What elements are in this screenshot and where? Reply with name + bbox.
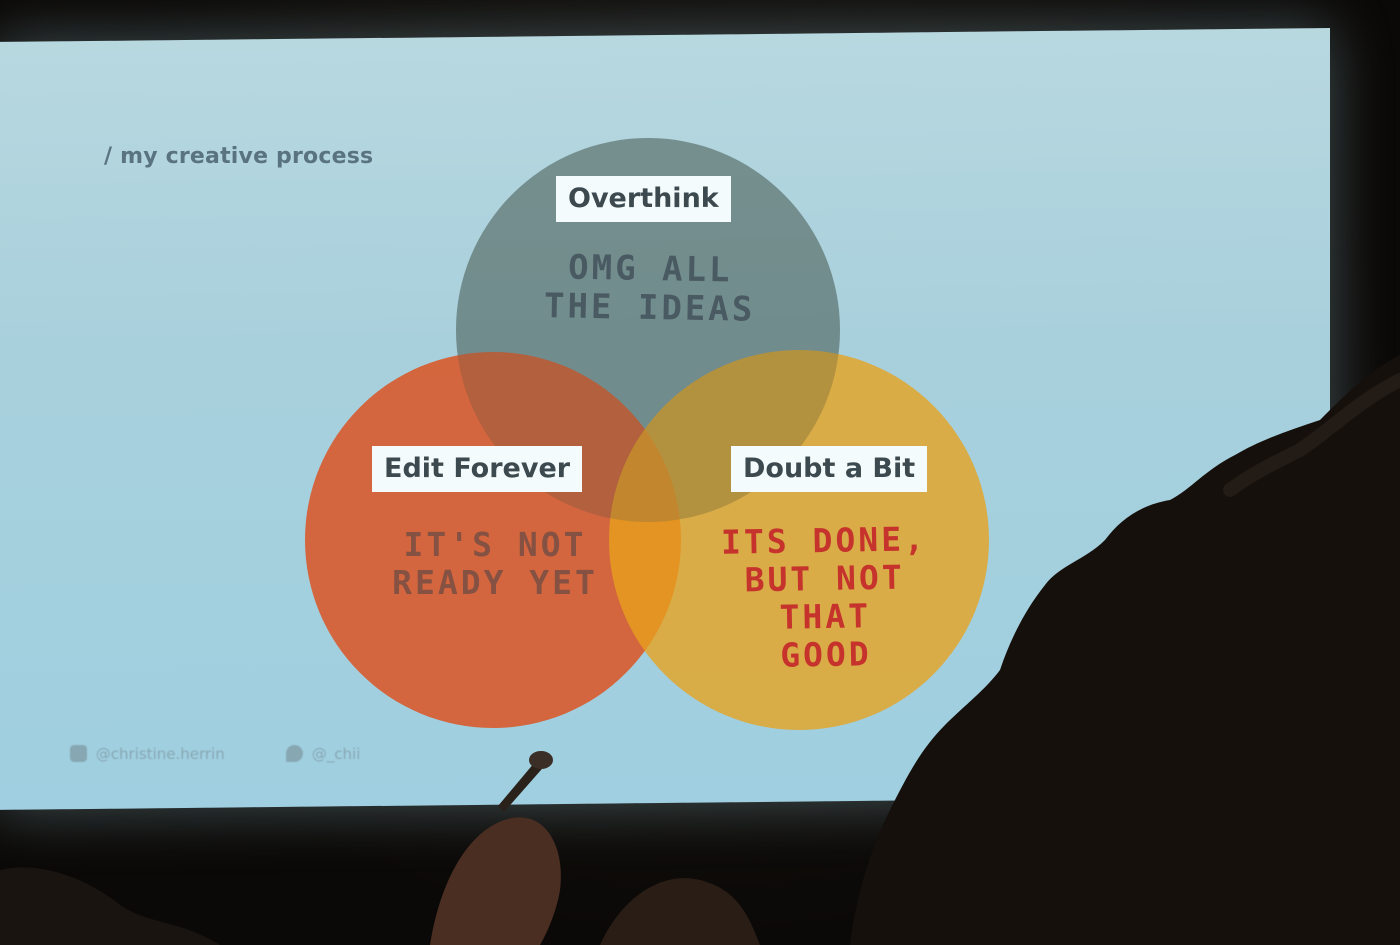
footer-twitter: @_chii bbox=[286, 745, 360, 763]
circle-doubt-a-bit bbox=[609, 350, 989, 730]
label-edit-forever: Edit Forever bbox=[372, 446, 583, 492]
label-overthink: Overthink bbox=[556, 176, 731, 222]
slide-title: / my creative process bbox=[104, 144, 374, 169]
audience-silhouette-middle bbox=[600, 878, 760, 945]
audience-silhouette-left bbox=[0, 867, 220, 945]
circle-overthink-overlay bbox=[456, 138, 840, 522]
handwriting-edit-forever: IT'S NOT READY YET bbox=[392, 525, 598, 602]
twitter-icon bbox=[286, 745, 303, 762]
label-doubt-a-bit: Doubt a Bit bbox=[731, 446, 928, 492]
instagram-icon bbox=[70, 745, 87, 762]
presenter-hand bbox=[430, 817, 561, 945]
instagram-handle: @christine.herrin bbox=[95, 745, 225, 763]
pointer-pen bbox=[498, 751, 553, 812]
twitter-handle: @_chii bbox=[311, 745, 361, 763]
footer-instagram: @christine.herrin bbox=[70, 745, 225, 763]
